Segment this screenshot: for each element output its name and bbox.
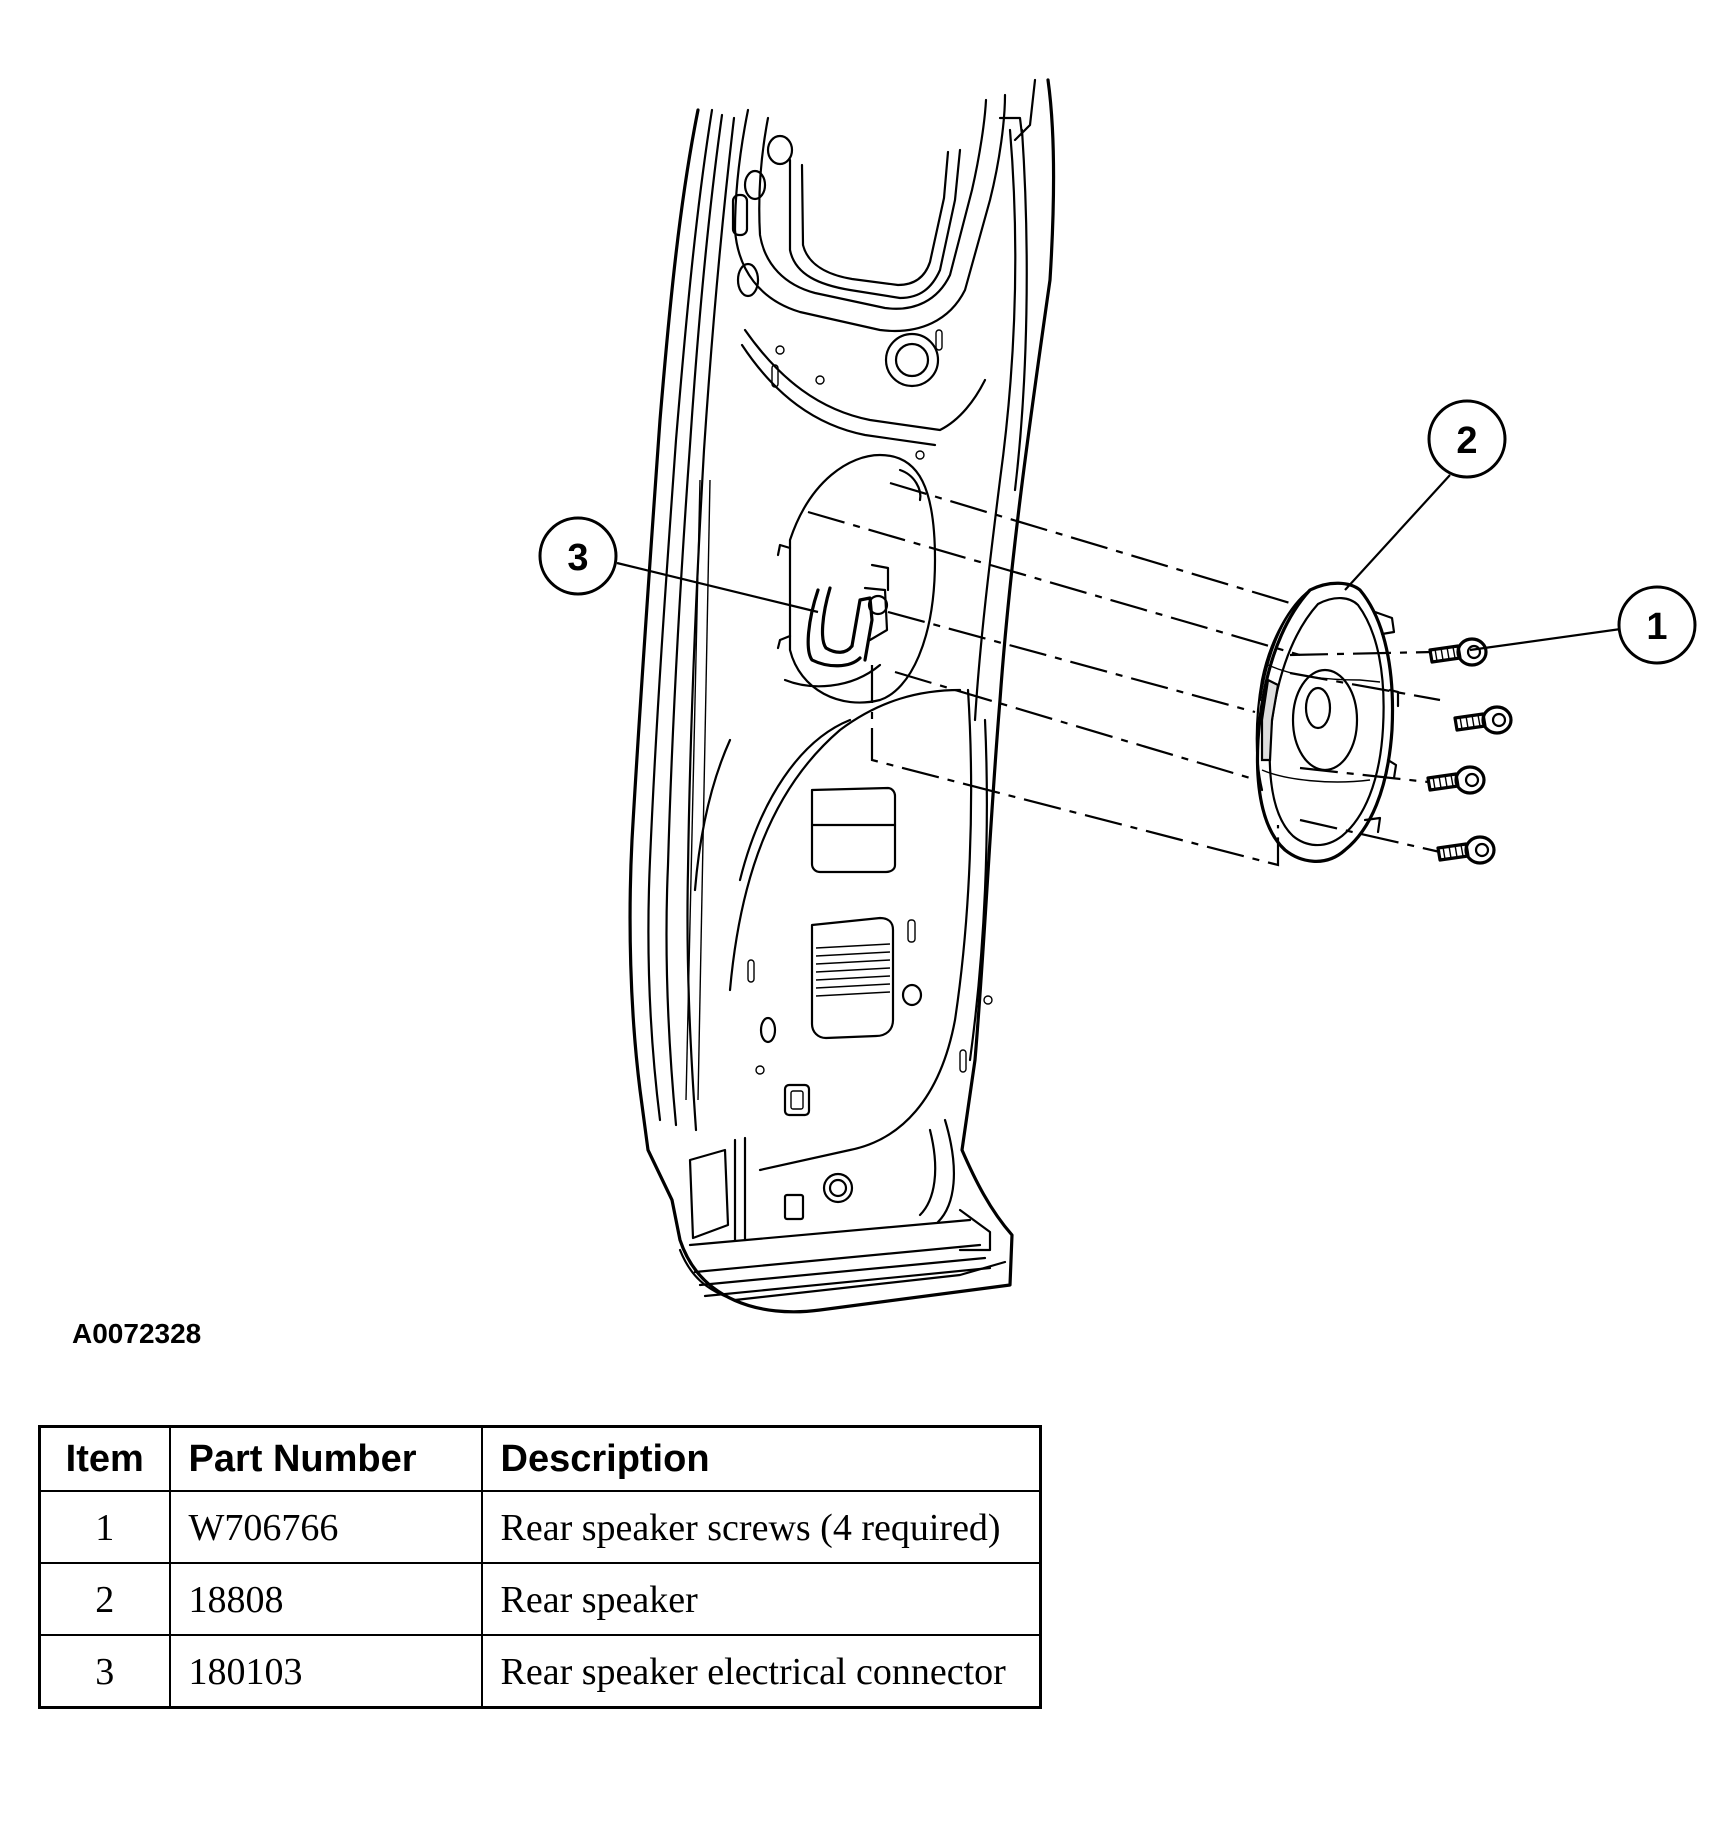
speaker-connector-harness bbox=[776, 543, 890, 688]
column-header-part-number: Part Number bbox=[168, 1425, 483, 1492]
table-row: 1 W706766 Rear speaker screws (4 require… bbox=[38, 1490, 1042, 1564]
cell-description: Rear speaker bbox=[480, 1562, 1042, 1636]
door-inner-panel bbox=[628, 78, 1056, 1314]
column-header-item: Item bbox=[38, 1425, 171, 1492]
exploded-diagram: 1 2 3 bbox=[538, 78, 1697, 1314]
screw-icon bbox=[1426, 765, 1486, 795]
parts-table: Item Part Number Description 1 W706766 R… bbox=[38, 1425, 1042, 1709]
table-row: 3 180103 Rear speaker electrical connect… bbox=[38, 1634, 1042, 1709]
cell-item: 1 bbox=[38, 1490, 171, 1564]
screw-icon bbox=[1428, 637, 1488, 667]
callout-3: 3 bbox=[538, 516, 618, 596]
cell-item: 2 bbox=[38, 1562, 171, 1636]
table-row: 2 18808 Rear speaker bbox=[38, 1562, 1042, 1636]
alignment-lines bbox=[807, 481, 1441, 867]
cell-part-number: W706766 bbox=[168, 1490, 483, 1564]
callout-2: 2 bbox=[1427, 399, 1507, 479]
cell-part-number: 180103 bbox=[168, 1634, 483, 1709]
svg-text:3: 3 bbox=[567, 537, 588, 579]
column-header-description: Description bbox=[480, 1425, 1042, 1492]
speaker-screws bbox=[1426, 637, 1513, 865]
svg-text:2: 2 bbox=[1456, 420, 1477, 462]
cell-item: 3 bbox=[38, 1634, 171, 1709]
table-header-row: Item Part Number Description bbox=[38, 1425, 1042, 1492]
screw-icon bbox=[1436, 835, 1496, 865]
cell-description: Rear speaker electrical connector bbox=[480, 1634, 1042, 1709]
callout-1: 1 bbox=[1617, 585, 1697, 665]
svg-text:1: 1 bbox=[1646, 606, 1667, 648]
rear-speaker bbox=[1255, 581, 1400, 863]
callouts: 1 2 3 bbox=[538, 399, 1697, 665]
cell-part-number: 18808 bbox=[168, 1562, 483, 1636]
figure-id: A0072328 bbox=[72, 1318, 202, 1349]
screw-icon bbox=[1453, 705, 1513, 735]
cell-description: Rear speaker screws (4 required) bbox=[480, 1490, 1042, 1564]
